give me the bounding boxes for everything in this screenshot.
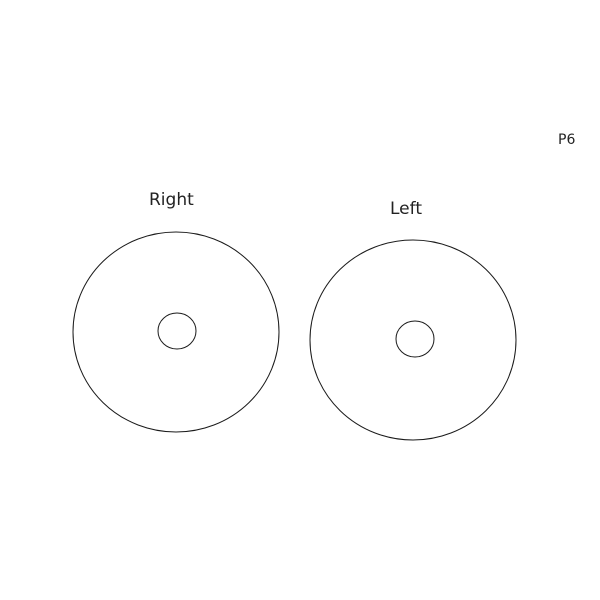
right-outer-circle <box>72 231 280 433</box>
left-diagram <box>309 239 517 441</box>
right-diagram-label: Right <box>149 190 194 210</box>
left-diagram-label: Left <box>390 199 422 219</box>
left-outer-circle <box>309 239 517 441</box>
right-diagram <box>72 231 280 433</box>
right-inner-circle <box>157 312 197 350</box>
page-id-label: P6 <box>558 132 576 148</box>
left-inner-circle <box>395 320 435 358</box>
